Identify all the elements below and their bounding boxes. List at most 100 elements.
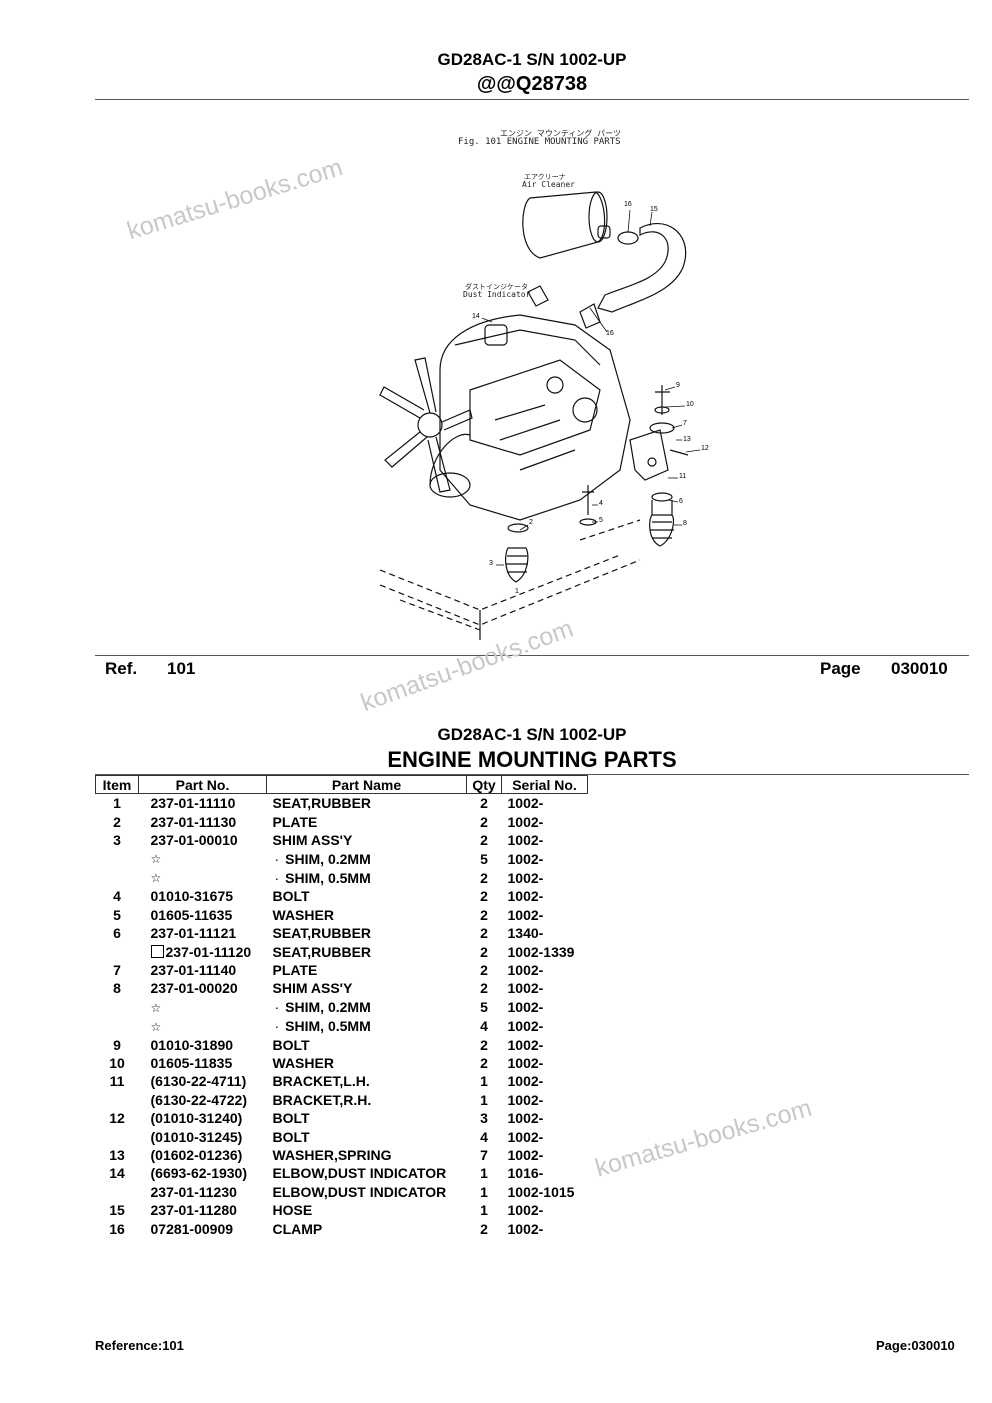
- cell-part-no: ☆: [139, 868, 267, 887]
- star-marker-icon: ☆: [150, 871, 162, 886]
- cell-part-name: WASHER: [267, 1054, 467, 1072]
- cell-serial: 1002-: [507, 980, 544, 997]
- cell-serial: 1002-: [507, 813, 544, 830]
- part-no-text: 237-01-11230: [150, 1183, 237, 1200]
- cell-part-no: 01010-31890: [139, 1036, 267, 1054]
- cell-item: 5: [113, 906, 121, 923]
- callout-label-10: 10: [686, 401, 694, 408]
- cell-item: [96, 998, 139, 1017]
- cell-serial: 1002-: [507, 999, 544, 1016]
- part-no-text: 01010-31890: [150, 1036, 234, 1053]
- parts-table-header: Item Part No. Part Name Qty Serial No.: [95, 775, 588, 794]
- cell-item: [96, 1091, 139, 1109]
- cell-part-name: SEAT,RUBBER: [267, 924, 467, 942]
- star-marker-icon: ☆: [150, 1019, 162, 1034]
- cell-part-name: ELBOW,DUST INDICATOR: [267, 1183, 467, 1201]
- cell-serial: 1016-: [507, 1165, 544, 1182]
- footer-page: Page:030010: [876, 1338, 955, 1353]
- part-no-text: 237-01-11110: [150, 795, 236, 812]
- cell-item: 2: [113, 813, 121, 830]
- cell-qty: 5: [480, 999, 488, 1016]
- ref-rule: [95, 655, 969, 656]
- cell-qty: 2: [480, 943, 488, 960]
- part-no-text: 01605-11635: [150, 906, 233, 923]
- cell-serial: 1340-: [507, 925, 544, 942]
- cell-part-no: ☆: [139, 1017, 267, 1036]
- star-marker-icon: ☆: [150, 852, 162, 867]
- cell-item: 6: [113, 925, 121, 942]
- cell-serial: 1002-: [507, 1110, 544, 1127]
- cell-part-name: ·SHIM, 0.5MM: [267, 868, 467, 887]
- col-part-name: Part Name: [266, 775, 467, 794]
- bullet-dot-icon: ·: [274, 850, 280, 867]
- part-no-text: 237-01-11120: [165, 943, 252, 960]
- cell-part-no: (01602-01236): [139, 1146, 267, 1164]
- callout-label-9: 9: [676, 382, 680, 389]
- cell-part-name: WASHER,SPRING: [267, 1146, 467, 1164]
- cell-qty: 5: [480, 850, 488, 867]
- fig-caption: Fig. 101 ENGINE MOUNTING PARTS: [458, 137, 621, 147]
- star-marker-icon: ☆: [150, 1000, 162, 1015]
- part-no-text: 237-01-11280: [150, 1202, 237, 1219]
- cell-part-name: ·SHIM, 0.5MM: [267, 1017, 467, 1036]
- part-no-text: 237-01-11121: [150, 925, 237, 942]
- cell-serial: 1002-: [507, 1091, 544, 1108]
- page-value: 030010: [891, 659, 948, 678]
- part-no-text: 237-01-00020: [150, 980, 238, 997]
- cell-serial: 1002-: [507, 850, 544, 867]
- cell-qty: 2: [480, 1036, 488, 1053]
- col-part-no: Part No.: [138, 775, 267, 794]
- cell-qty: 2: [480, 888, 488, 905]
- callout-label-16-lower: 16: [606, 330, 614, 337]
- part-name-text: WASHER: [272, 906, 334, 923]
- cell-part-name: PLATE: [267, 961, 467, 979]
- part-no-text: (6693-62-1930): [150, 1165, 248, 1182]
- cell-item: [96, 1127, 139, 1145]
- header-rule: [95, 99, 969, 100]
- cell-part-no: (01010-31245): [139, 1127, 267, 1145]
- cell-qty: 2: [480, 869, 488, 886]
- cell-qty: 4: [480, 1128, 488, 1145]
- cell-qty: 2: [480, 906, 488, 923]
- cell-part-no: (6693-62-1930): [139, 1164, 267, 1182]
- cell-part-name: ·SHIM, 0.2MM: [267, 998, 467, 1017]
- fig-caption-jp: エンジン マウンティング パーツ: [500, 129, 621, 138]
- cell-part-name: SEAT,RUBBER: [267, 942, 467, 960]
- part-name-text: BOLT: [272, 888, 310, 905]
- ref-value: 101: [167, 659, 196, 678]
- callout-label-4: 4: [599, 500, 603, 507]
- cell-qty: 1: [480, 1073, 488, 1090]
- part-name-text: SEAT,RUBBER: [272, 925, 372, 942]
- callout-label-7: 7: [683, 420, 687, 427]
- part-name-text: ELBOW,DUST INDICATOR: [272, 1183, 447, 1200]
- part-name-text: WASHER,SPRING: [272, 1147, 392, 1164]
- part-no-text: (6130-22-4711): [150, 1073, 247, 1090]
- parts-table: Item Part No. Part Name Qty Serial No. 1…: [95, 775, 588, 1238]
- ref-label: Ref.: [105, 659, 138, 678]
- cell-qty: 2: [480, 961, 488, 978]
- cell-serial: 1002-1015: [507, 1183, 575, 1200]
- cell-part-name: BRACKET,L.H.: [267, 1072, 467, 1090]
- part-name-text: BOLT: [272, 1110, 310, 1127]
- page-label: Page: [820, 659, 861, 678]
- cell-qty: 1: [480, 1202, 488, 1219]
- cell-part-no: (6130-22-4711): [139, 1072, 267, 1090]
- cell-qty: 2: [480, 1220, 488, 1237]
- header-model: GD28AC-1 S/N 1002-UP: [437, 50, 627, 69]
- parts-model: GD28AC-1 S/N 1002-UP: [437, 725, 627, 744]
- part-no-text: (01010-31245): [150, 1128, 243, 1145]
- part-no-text: 01010-31675: [150, 888, 234, 905]
- cell-qty: 2: [480, 831, 488, 848]
- bullet-dot-icon: ·: [274, 1018, 280, 1035]
- part-name-text: PLATE: [272, 961, 318, 978]
